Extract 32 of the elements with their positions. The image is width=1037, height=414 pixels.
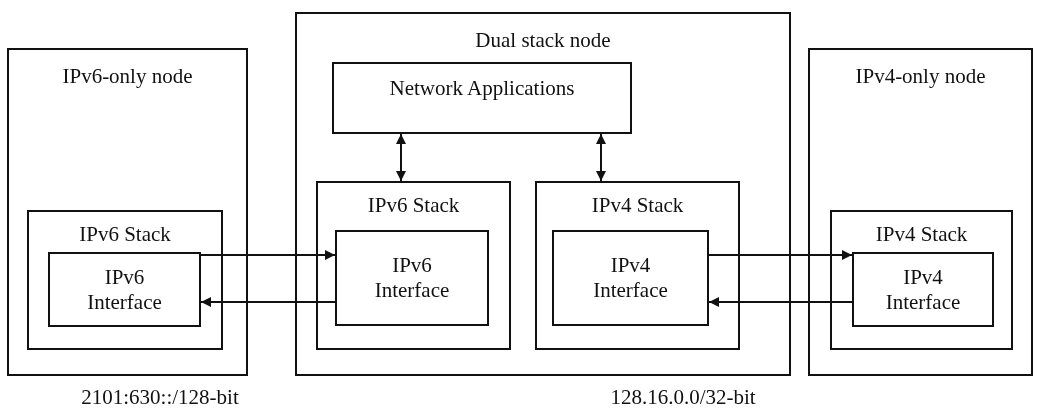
node-label: IPv4 Interface (592, 253, 669, 303)
node-box (295, 12, 791, 376)
layer-box (27, 210, 223, 350)
layer-box (332, 62, 632, 134)
node-heading: IPv4 Stack (590, 193, 685, 218)
node-box (7, 48, 248, 376)
arrow (396, 133, 406, 182)
layer-box (535, 181, 740, 350)
arrow (708, 297, 853, 307)
node-label: IPv6 Interface (86, 264, 163, 315)
node-label: IPv6 Interface (373, 253, 451, 303)
interface-box (48, 252, 201, 327)
interface-box (552, 230, 709, 326)
node-label: Network Applications (388, 76, 576, 101)
address-label: 128.16.0.0/32-bit (610, 385, 756, 410)
node-box (808, 48, 1033, 376)
interface-box (335, 230, 489, 326)
node-heading: IPv4-only node (854, 64, 987, 89)
arrow (596, 133, 606, 182)
node-heading: IPv4 Stack (874, 222, 969, 247)
node-heading: IPv6 Stack (366, 193, 461, 218)
layer-box (316, 181, 511, 350)
arrow (200, 297, 336, 307)
arrow (200, 250, 336, 260)
node-heading: Dual stack node (474, 28, 612, 53)
layer-box (830, 210, 1013, 350)
node-label: IPv4 Interface (884, 264, 962, 315)
address-label: 2101:630::/128-bit (81, 385, 239, 410)
node-heading: IPv6 Stack (78, 222, 172, 247)
interface-box (852, 252, 994, 327)
arrow (708, 250, 853, 260)
node-heading: IPv6-only node (61, 64, 194, 89)
